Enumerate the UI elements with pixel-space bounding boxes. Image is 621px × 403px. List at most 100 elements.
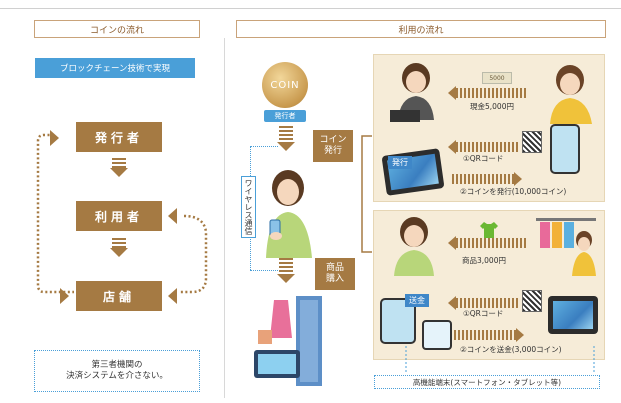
qr-label: ①QRコード — [463, 153, 503, 164]
bracket-connector — [361, 135, 372, 253]
store-box: 店舗 — [76, 281, 162, 311]
top-rule — [0, 8, 621, 9]
issue-coin-label: ②コインを発行(10,000コイン) — [460, 186, 566, 197]
right-loop-path — [180, 214, 208, 294]
coin-down-arrow-2 — [277, 258, 295, 283]
send-tag-label: 送金 — [409, 296, 425, 305]
cash-arrow-head — [448, 86, 456, 100]
issue-tag: 発行 — [388, 156, 412, 169]
qr2-label-text: ①QRコード — [463, 309, 504, 318]
buyer-face — [404, 225, 424, 247]
garment-1 — [540, 222, 550, 248]
usage-flow-header-label: 利用の流れ — [398, 25, 444, 36]
shopping-bag — [258, 330, 272, 344]
send-coin-label-text: ②コインを送金(3,000コイン) — [460, 345, 562, 354]
issuer-box: 発行者 — [76, 122, 162, 152]
column-divider — [224, 38, 225, 398]
note-line-2: 決済システムを介さない。 — [66, 371, 168, 381]
tshirt-icon — [480, 222, 498, 238]
issue-tag-label: 発行 — [392, 158, 408, 167]
qr2-arrow-head — [448, 296, 456, 310]
arrow-into-issuer — [50, 130, 59, 146]
wireless-label: ワイヤレス通信 — [241, 176, 256, 238]
customer-body — [550, 98, 592, 124]
arrow-into-user — [168, 208, 177, 224]
send-coin-arrow-strip — [454, 330, 516, 340]
coin-flow-header: コインの流れ — [34, 20, 200, 38]
devices-footer-note: 高機能端末(スマートフォン・タブレット等) — [374, 375, 600, 389]
wireless-dotted-top — [250, 146, 278, 147]
left-loop-path — [36, 133, 74, 294]
seller-body — [572, 252, 596, 276]
wireless-label-text: ワイヤレス通信 — [244, 179, 253, 235]
smartphone-icon — [550, 124, 580, 174]
qr-arrow-strip — [456, 142, 518, 152]
rack-bar — [536, 218, 596, 221]
goods-arrow-strip — [456, 238, 526, 248]
bracket-path — [361, 135, 372, 253]
banknote-label: 5000 — [489, 74, 505, 82]
user-box: 利用者 — [76, 201, 162, 231]
blockchain-banner: ブロックチェーン技術で実現 — [35, 58, 195, 78]
store-tablet-icon — [548, 296, 598, 334]
down-arrow-1 — [110, 158, 128, 177]
product-purchase-label: 商品 購入 — [315, 258, 355, 290]
clerk-at-laptop-illustration — [390, 63, 434, 122]
customer-face — [560, 73, 580, 95]
issuer-tag-label: 発行者 — [274, 112, 296, 120]
laptop — [390, 110, 420, 122]
product-purchase-line-2: 購入 — [325, 274, 344, 284]
qr-code-2-icon — [522, 290, 542, 312]
send-coin-arrow-head — [516, 328, 524, 342]
send-tag: 送金 — [405, 294, 429, 307]
buyer-body — [394, 250, 434, 276]
down-arrow-2 — [110, 238, 128, 257]
sender-phone-2-icon — [422, 320, 452, 350]
buyer-illustration — [394, 217, 434, 276]
goods-amount: 商品3,000円 — [462, 255, 506, 266]
issuer-tag: 発行者 — [264, 110, 306, 122]
blockchain-banner-label: ブロックチェーン技術で実現 — [59, 64, 171, 74]
woman-with-phone-illustration — [266, 170, 312, 258]
store-tablet-screen — [553, 301, 593, 329]
coin-flow-header-label: コインの流れ — [89, 25, 144, 36]
tshirt-shape — [480, 222, 498, 238]
cash-amount-text: 現金5,000円 — [470, 102, 514, 111]
clerk-face — [406, 71, 426, 93]
product-purchase-line-1: 商品 — [325, 262, 344, 273]
issue-coin-arrow-strip — [452, 174, 514, 184]
garment-3 — [564, 222, 574, 248]
qr2-arrow-strip — [456, 298, 518, 308]
tablet-screen — [258, 354, 296, 374]
issuer-label: 発行者 — [94, 130, 143, 145]
usage-flow-header: 利用の流れ — [236, 20, 606, 38]
hand — [270, 232, 282, 240]
qr-code-icon — [522, 131, 542, 153]
coin-text: COIN — [270, 79, 300, 91]
note-line-1: 第三者機関の — [91, 359, 143, 370]
coin-issue-line-2: 発行 — [323, 146, 342, 156]
qr2-label: ①QRコード — [463, 308, 503, 319]
coin-issue-label: コイン 発行 — [313, 130, 353, 162]
device-pointer-lines — [405, 346, 595, 374]
cash-amount: 現金5,000円 — [470, 101, 514, 112]
banknote: 5000 — [482, 72, 512, 84]
garment-2 — [552, 222, 562, 248]
coin-down-arrow-1 — [277, 126, 295, 151]
building-glass — [300, 300, 318, 382]
send-coin-label: ②コインを送金(3,000コイン) — [460, 344, 562, 355]
cycle-arrows — [36, 133, 208, 294]
arrow-out-store — [168, 288, 177, 304]
cash-arrow-strip — [456, 88, 526, 98]
customer-illustration — [550, 65, 592, 124]
issue-coin-label-text: ②コインを発行(10,000コイン) — [460, 187, 567, 196]
arrow-into-store — [60, 288, 69, 304]
qr-arrow-head — [448, 140, 456, 154]
clothing-rack-illustration — [536, 218, 596, 276]
face — [277, 179, 299, 205]
dress — [270, 300, 292, 338]
shopping-illustration — [254, 296, 322, 386]
devices-footer-text: 高機能端末(スマートフォン・タブレット等) — [412, 377, 562, 387]
qr-label-text: ①QRコード — [463, 154, 504, 163]
store-label: 店舗 — [102, 289, 135, 304]
